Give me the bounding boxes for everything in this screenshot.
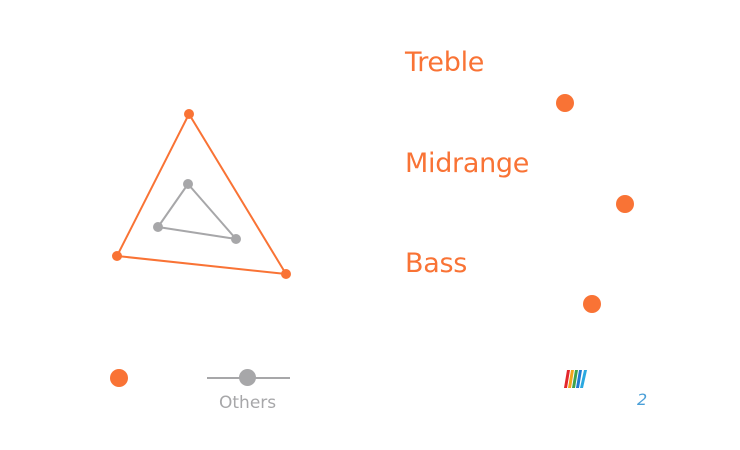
legend-others-knob <box>239 369 256 386</box>
radar-chart <box>112 109 291 279</box>
legend-accent-dot <box>110 369 128 387</box>
band-label-bass: Bass <box>405 248 468 279</box>
inner-triangle <box>157 183 237 240</box>
page-number: 2 <box>637 390 648 409</box>
brand-logo-icon <box>564 370 587 388</box>
band-label-treble: Treble <box>405 47 485 78</box>
inner-vertex-top <box>183 179 193 189</box>
outer-vertex-top <box>184 109 194 119</box>
legend-others-label: Others <box>219 393 277 413</box>
outer-vertex-right <box>281 269 291 279</box>
outer-triangle <box>116 113 287 275</box>
band-level-dot-bass[interactable] <box>583 295 601 313</box>
band-level-dot-midrange[interactable] <box>616 195 634 213</box>
inner-vertex-left <box>153 222 163 232</box>
inner-vertex-right <box>231 234 241 244</box>
outer-vertex-left <box>112 251 122 261</box>
band-label-midrange: Midrange <box>405 148 530 179</box>
band-level-dot-treble[interactable] <box>555 94 574 112</box>
